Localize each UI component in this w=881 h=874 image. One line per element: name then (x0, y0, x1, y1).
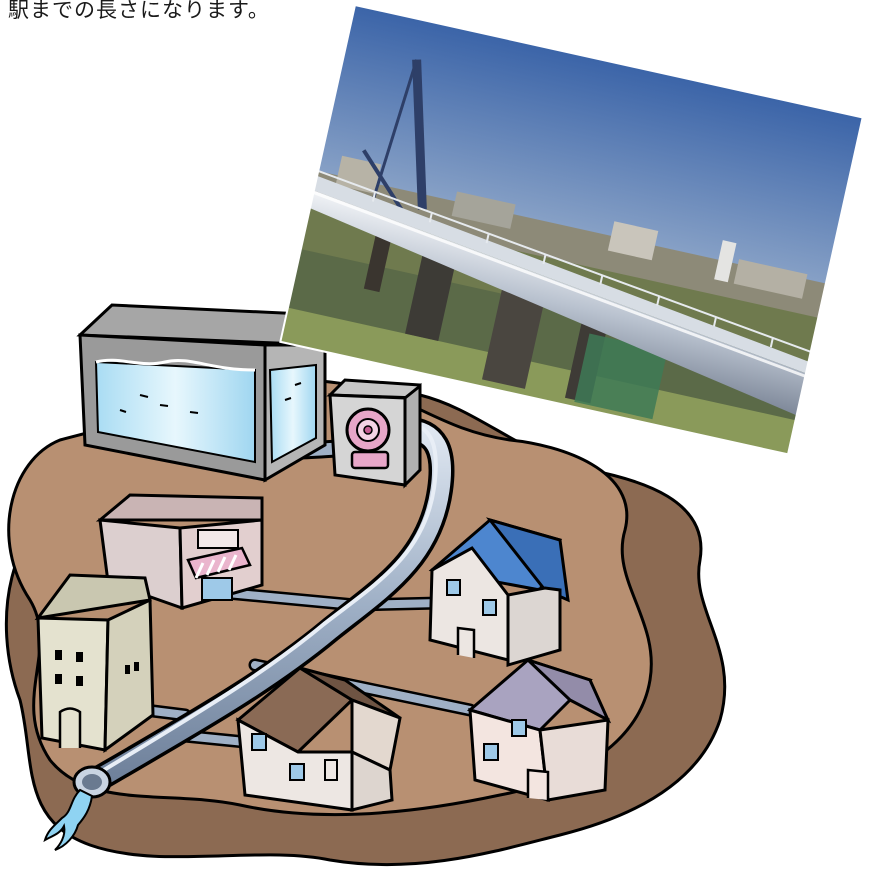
water-tank-icon (76, 303, 327, 483)
house-icon (466, 658, 612, 803)
house-icon (235, 666, 402, 812)
house-icon (428, 517, 570, 667)
bridge-photo (279, 3, 864, 456)
apartment-building-icon (34, 573, 155, 754)
water-splash (43, 788, 94, 851)
pump-icon (326, 378, 422, 489)
caption-text: 駅までの長さになります。 (8, 0, 270, 22)
